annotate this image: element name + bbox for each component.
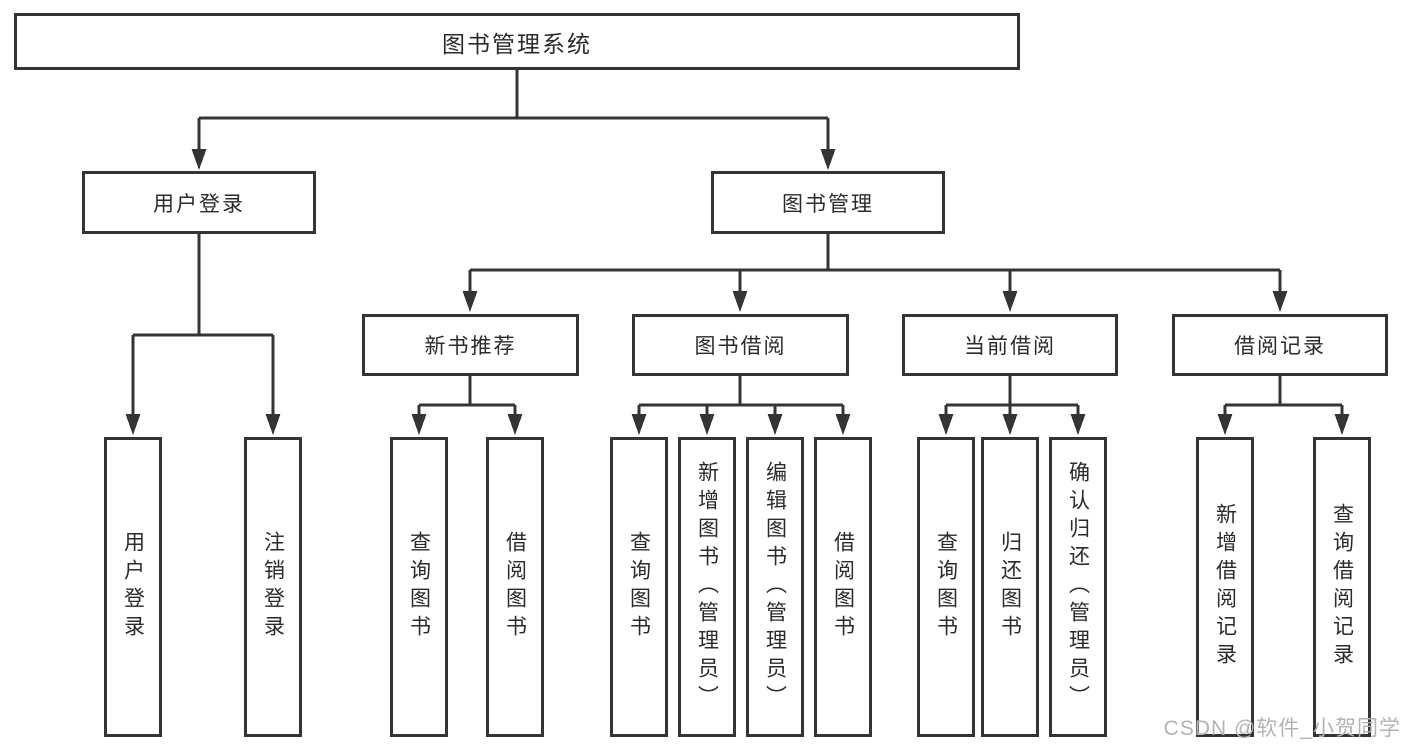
node-user-login: 用户登录	[82, 171, 316, 234]
arrowhead	[1002, 291, 1018, 312]
node-book-borrowing: 图书借阅	[632, 314, 849, 376]
leaf-label: 借阅图书	[503, 531, 527, 643]
leaf-label: 查询图书	[627, 531, 651, 643]
leaf-query-borrow-record: 查询借阅记录	[1313, 437, 1371, 737]
arrowhead	[1070, 414, 1086, 435]
leaf-query-books-borrowing: 查询图书	[610, 437, 668, 737]
leaf-label: 用户登录	[121, 531, 145, 643]
arrowhead	[1002, 414, 1018, 435]
arrowhead	[507, 414, 523, 435]
leaf-user-login: 用户登录	[104, 437, 162, 737]
leaf-label: 注销登录	[261, 531, 285, 643]
connector-stems	[197, 70, 1282, 405]
leaf-add-book-admin: 新增图书（管理员）	[678, 437, 736, 737]
leaf-edit-book-admin: 编辑图书（管理员）	[746, 437, 804, 737]
arrowhead	[462, 291, 478, 312]
leaf-label: 查询图书	[407, 531, 431, 643]
leaf-borrow-books: 借阅图书	[814, 437, 872, 737]
node-new-book-recommend: 新书推荐	[362, 314, 579, 376]
arrowhead	[411, 414, 427, 435]
arrowhead	[631, 414, 647, 435]
leaf-label: 新增图书（管理员）	[695, 461, 719, 713]
arrowhead	[820, 149, 836, 170]
arrowhead	[732, 291, 748, 312]
connector-rails	[133, 116, 1342, 407]
arrowhead	[767, 414, 783, 435]
leaf-label: 编辑图书（管理员）	[763, 461, 787, 713]
arrowhead	[938, 414, 954, 435]
leaf-label: 新增借阅记录	[1213, 503, 1237, 671]
node-current-borrowing: 当前借阅	[902, 314, 1118, 376]
node-root-library-system: 图书管理系统	[14, 13, 1020, 70]
arrowhead	[1334, 414, 1350, 435]
csdn-watermark: CSDN @软件_小贺同学	[1163, 717, 1401, 740]
leaf-label: 借阅图书	[831, 531, 855, 643]
arrowhead	[265, 414, 281, 435]
arrowhead	[699, 414, 715, 435]
node-book-management: 图书管理	[711, 171, 945, 234]
connector-drops	[131, 118, 1344, 427]
leaf-label: 确认归还（管理员）	[1066, 461, 1090, 713]
leaf-label: 查询图书	[934, 531, 958, 643]
leaf-add-borrow-record: 新增借阅记录	[1196, 437, 1254, 737]
leaf-label: 归还图书	[998, 531, 1022, 643]
leaf-return-book: 归还图书	[981, 437, 1039, 737]
leaf-query-books-recommend: 查询图书	[390, 437, 448, 737]
node-borrowing-records: 借阅记录	[1172, 314, 1388, 376]
arrowhead	[191, 149, 207, 170]
arrowhead	[835, 414, 851, 435]
leaf-confirm-return-admin: 确认归还（管理员）	[1049, 437, 1107, 737]
arrowhead	[1272, 291, 1288, 312]
leaf-borrow-books-recommend: 借阅图书	[486, 437, 544, 737]
leaf-query-books-current: 查询图书	[917, 437, 975, 737]
leaf-label: 查询借阅记录	[1330, 503, 1354, 671]
arrowhead	[1217, 414, 1233, 435]
arrowhead	[125, 414, 141, 435]
leaf-logout: 注销登录	[244, 437, 302, 737]
